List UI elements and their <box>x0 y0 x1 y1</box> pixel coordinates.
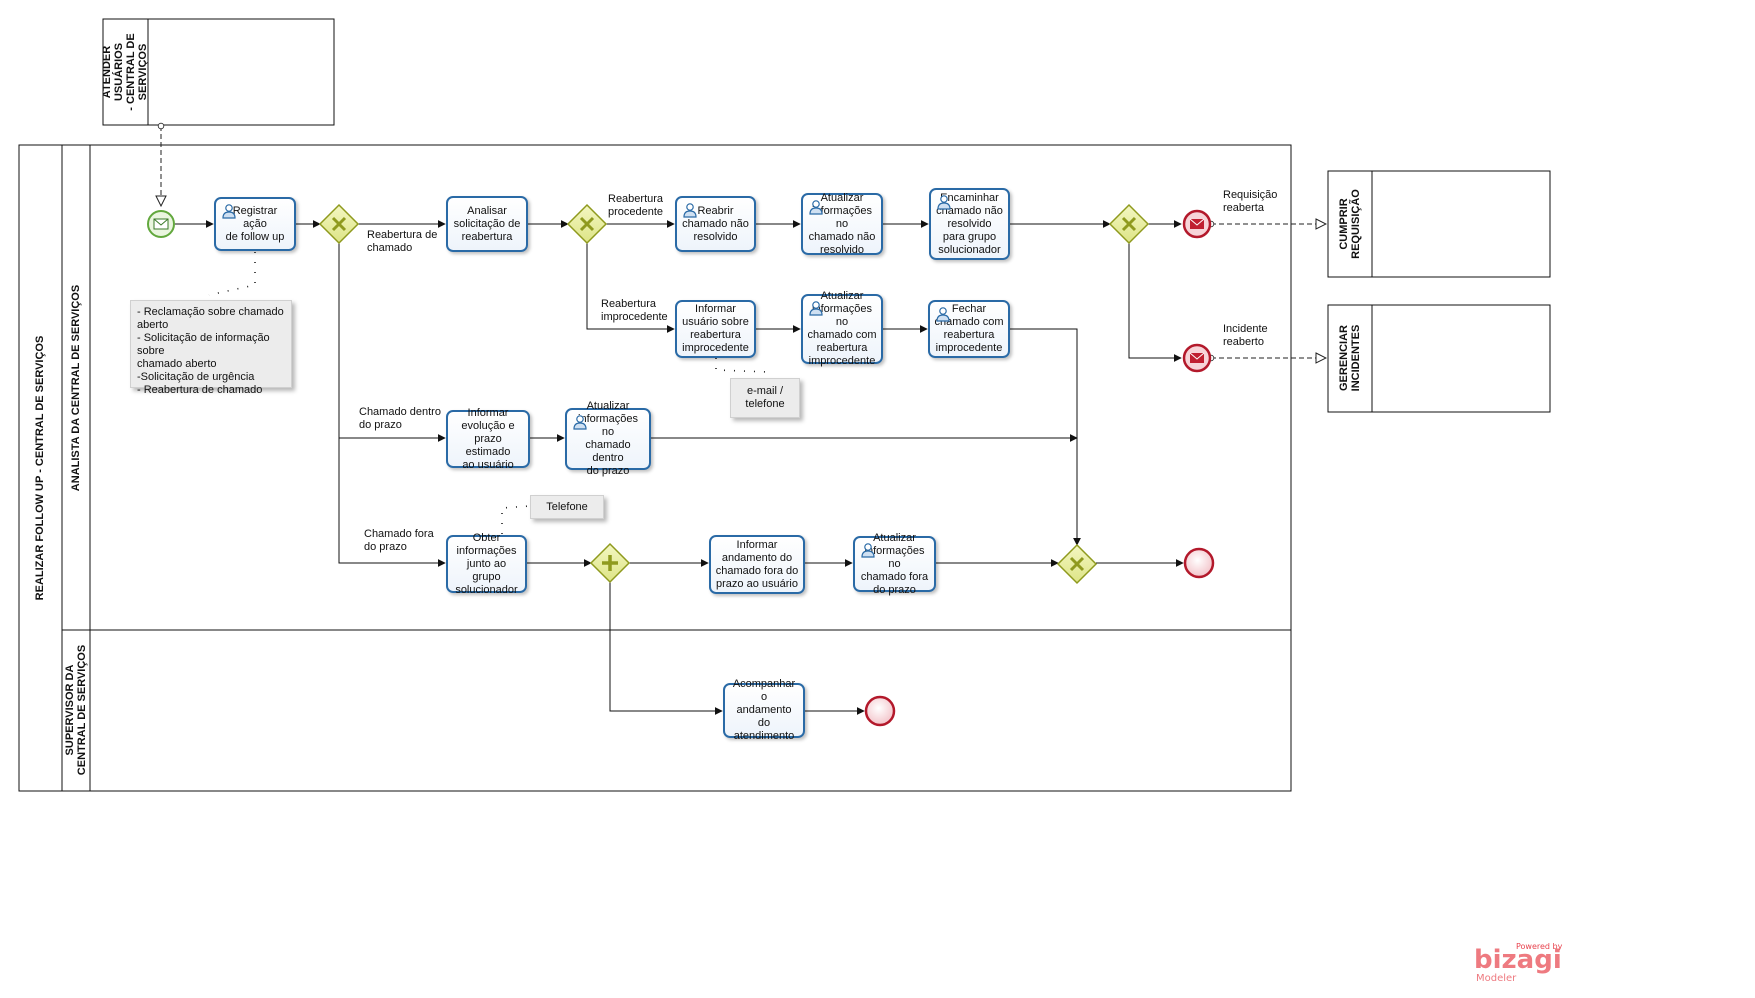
user-icon <box>861 543 875 558</box>
annotation-email-telefone: e-mail / telefone <box>730 378 800 418</box>
user-icon <box>573 415 587 430</box>
user-icon <box>937 195 951 210</box>
lane-title-analista: ANALISTA DA CENTRAL DE SERVIÇOS <box>70 284 82 492</box>
logo-modeler: Modeler <box>1476 973 1517 984</box>
sequence-flows <box>175 220 1184 715</box>
user-icon <box>222 204 236 219</box>
pool-title-cumprir: CUMPRIR REQUISIÇÃO <box>1338 189 1362 259</box>
label-reabertura-improcedente: Reabertura improcedente <box>601 298 668 323</box>
end-event-supervisor <box>864 695 896 727</box>
user-icon <box>936 307 950 322</box>
annotation-tipos-follow-up: - Reclamação sobre chamado aberto - Soli… <box>130 300 292 396</box>
label-reabertura-procedente: Reabertura procedente <box>608 193 664 218</box>
label-dentro-prazo: Chamado dentro do prazo <box>359 406 441 431</box>
message-end-event-incidente <box>1182 343 1212 373</box>
start-event <box>147 210 175 238</box>
parallel-gateway <box>589 542 631 584</box>
logo-name: bizagi <box>1474 945 1562 975</box>
user-icon <box>809 200 823 215</box>
user-icon <box>809 301 823 316</box>
message-end-event-requisicao <box>1182 209 1212 239</box>
end-event-analista <box>1183 547 1215 579</box>
pool-gerenciar-incidentes <box>1327 304 1551 413</box>
pool-title-gerenciar: GERENCIAR INCIDENTES <box>1338 324 1362 392</box>
label-incidente-reaberto: Incidente reaberto <box>1223 323 1268 348</box>
logo-powered-by: Powered by <box>1516 942 1563 951</box>
pool-atender-usuarios <box>102 18 335 126</box>
exclusive-gateway-1 <box>318 203 360 245</box>
pool-title-main: REALIZAR FOLLOW UP - CENTRAL DE SERVIÇOS <box>34 335 46 601</box>
user-icon <box>683 203 697 218</box>
annotation-telefone: Telefone <box>530 495 604 519</box>
annotation-associations <box>208 252 769 534</box>
label-requisicao-reaberta: Requisição reaberta <box>1223 189 1278 214</box>
label-fora-prazo: Chamado fora do prazo <box>364 528 434 553</box>
exclusive-gateway-merge <box>1056 543 1098 585</box>
lane-title-supervisor: SUPERVISOR DA CENTRAL DE SERVIÇOS <box>64 644 88 776</box>
pool-realizar-follow-up <box>18 144 1292 792</box>
pool-cumprir-requisicao <box>1327 170 1551 278</box>
message-flows <box>161 126 1326 358</box>
exclusive-gateway-3 <box>1108 203 1150 245</box>
label-reabertura-chamado: Reabertura de chamado <box>367 229 438 254</box>
pool-title-atender: ATENDER USUÁRIOS - CENTRAL DE SERVIÇOS <box>101 33 149 111</box>
exclusive-gateway-2 <box>566 203 608 245</box>
